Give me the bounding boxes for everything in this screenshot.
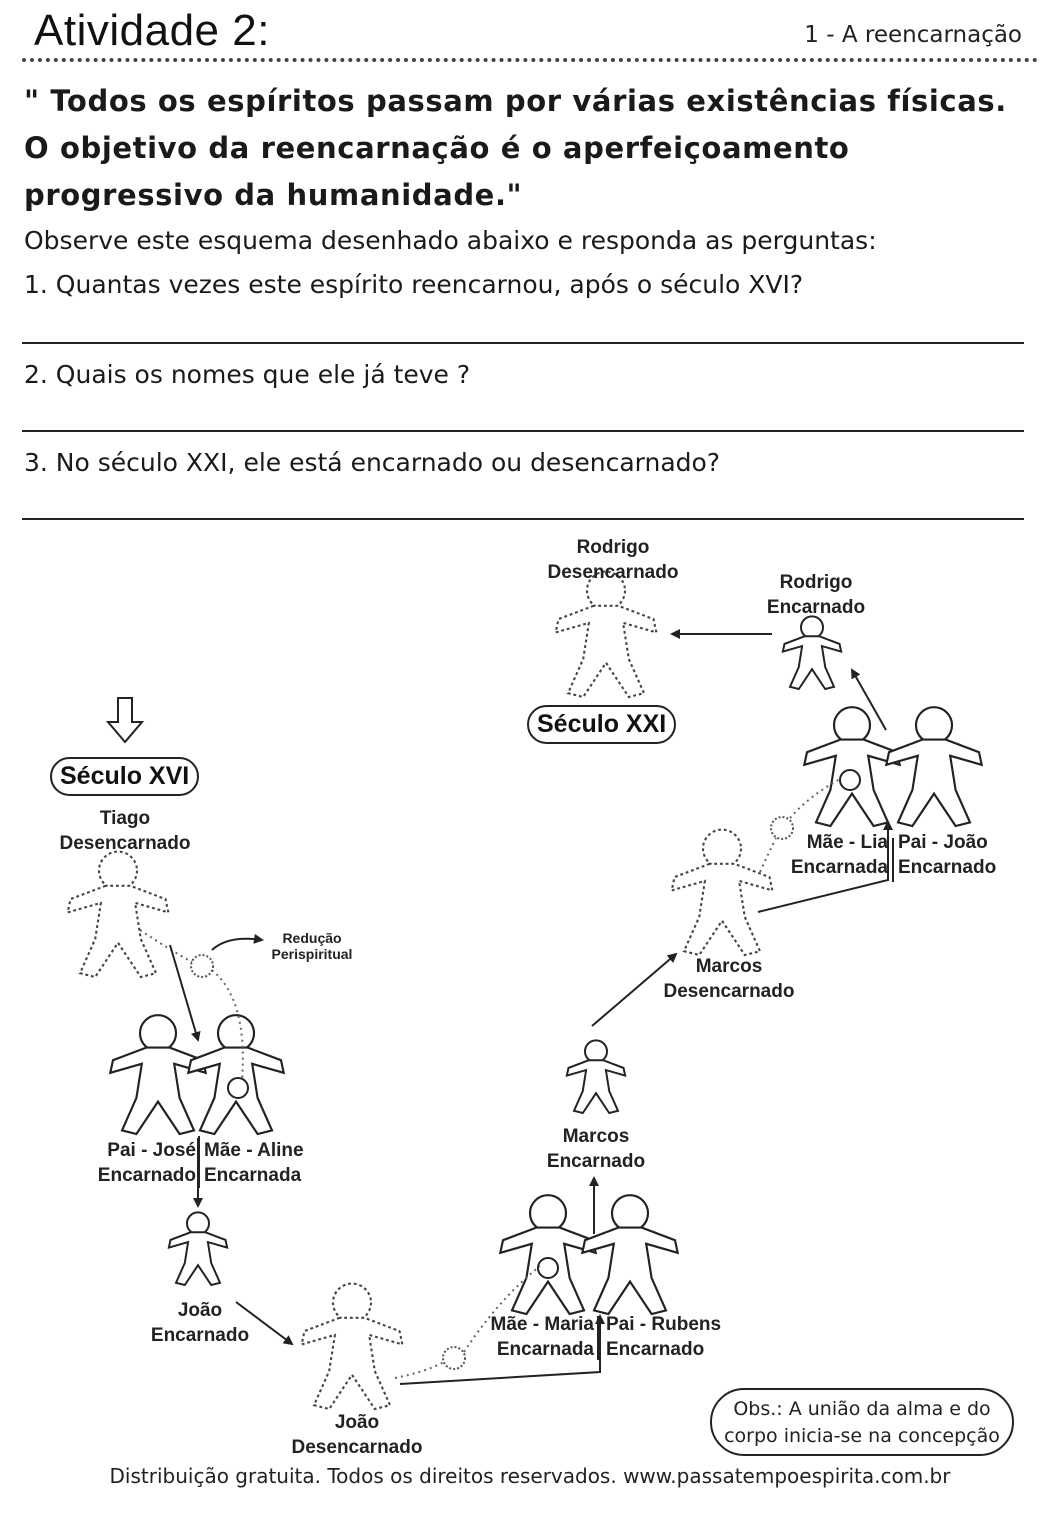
marcos-spirit-figure (670, 828, 774, 957)
tiago-spirit-figure (66, 850, 170, 979)
label-mae-maria: Mãe - Maria Encarnada (490, 1314, 594, 1360)
pai-jose-figure (109, 1014, 207, 1136)
mae-lia-figure (803, 706, 901, 828)
joao-spirit-figure (300, 1282, 404, 1411)
question-2: 2. Quais os nomes que ele já teve ? (24, 360, 471, 389)
arrow-joao-to-spirit (235, 1301, 294, 1346)
activity-title: Atividade 2: (34, 6, 270, 55)
dotted-divider (22, 58, 1038, 62)
perispirit-circle-2-icon (442, 1346, 466, 1370)
answer-line-1[interactable] (22, 342, 1024, 344)
mae-aline-figure (187, 1014, 285, 1136)
label-joao-desencarnado: João Desencarnado (291, 1412, 423, 1458)
label-mae-lia: Mãe - Lia Encarnada (790, 832, 888, 878)
footer-text: Distribuição gratuita. Todos os direitos… (109, 1464, 951, 1488)
label-pai-joao: Pai - João Encarnado (898, 832, 997, 878)
question-1: 1. Quantas vezes este espírito reencarno… (24, 270, 804, 299)
womb-lia-icon (839, 769, 861, 791)
label-pai-jose: Pai - José Encarnado (97, 1140, 196, 1186)
joao-baby-figure (167, 1211, 229, 1286)
arrow-reducao (211, 933, 264, 951)
arrow-marcos-to-spirit (591, 952, 678, 1027)
womb-maria-icon (537, 1257, 559, 1279)
label-marcos-encarnado: Marcos Encarnado (546, 1126, 646, 1172)
question-3: 3. No século XXI, ele está encarnado ou … (24, 448, 721, 477)
dotted-path-3 (759, 777, 843, 873)
label-joao-encarnado: João Encarnado (150, 1300, 250, 1346)
label-rodrigo-encarnado: Rodrigo Encarnado (766, 572, 866, 618)
instruction-text: Observe este esquema desenhado abaixo e … (24, 226, 877, 255)
pai-rubens-figure (581, 1194, 679, 1316)
quote-text: " Todos os espíritos passam por várias e… (24, 84, 1007, 212)
century-xvi-badge: Século XVI (50, 757, 200, 796)
label-pai-rubens: Pai - Rubens Encarnado (606, 1314, 722, 1360)
rodrigo-spirit-figure (554, 570, 658, 699)
arrow-spirit-to-maria (399, 1314, 605, 1385)
answer-line-2[interactable] (22, 430, 1024, 432)
womb-aline-icon (227, 1077, 249, 1099)
arrow-spirit-to-lia (757, 820, 893, 913)
marcos-baby-figure (565, 1039, 627, 1114)
label-mae-aline: Mãe - Aline Encarnada (204, 1140, 304, 1186)
section-label: 1 - A reencarnação (804, 22, 1022, 48)
perispirit-circle-3-icon (770, 816, 794, 840)
century-xxi-badge: Século XXI (527, 705, 677, 744)
start-down-arrow-icon (105, 697, 145, 744)
mae-maria-figure (499, 1194, 597, 1316)
pai-joao-figure (885, 706, 983, 828)
label-rodrigo-desencarnado: Rodrigo Desencarnado (547, 537, 679, 583)
perispirit-circle-1-icon (190, 954, 214, 978)
label-reducao: Redução Perispiritual (271, 930, 353, 962)
observation-note: Obs.: A união da alma e do corpo inicia-… (710, 1388, 1014, 1456)
arrow-tiago-to-parents (169, 944, 201, 1042)
arrow-parents-to-rodrigo (851, 668, 887, 731)
label-marcos-desencarnado: Marcos Desencarnado (663, 956, 795, 1002)
dotted-path-2 (394, 1265, 541, 1379)
rodrigo-baby-figure (781, 615, 843, 690)
label-tiago: Tiago Desencarnado (59, 808, 191, 854)
answer-line-3[interactable] (22, 518, 1024, 520)
